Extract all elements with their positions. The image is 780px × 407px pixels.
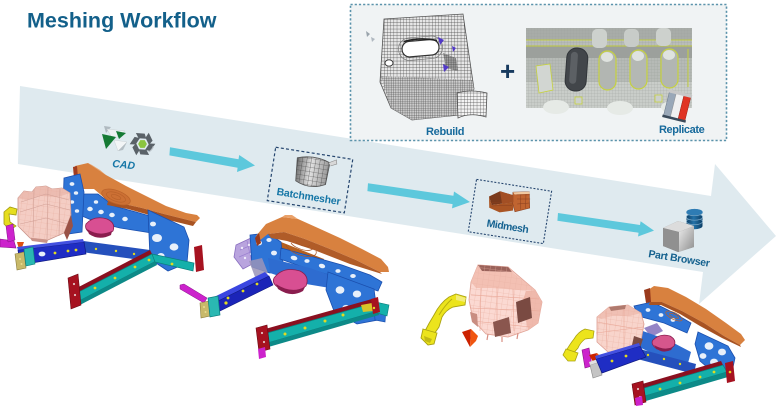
svg-text:+: +	[500, 56, 515, 86]
svg-text:Meshing Workflow: Meshing Workflow	[27, 9, 217, 33]
svg-text:Replicate: Replicate	[659, 124, 705, 136]
svg-text:CAD: CAD	[112, 158, 136, 172]
svg-text:Rebuild: Rebuild	[426, 126, 464, 138]
